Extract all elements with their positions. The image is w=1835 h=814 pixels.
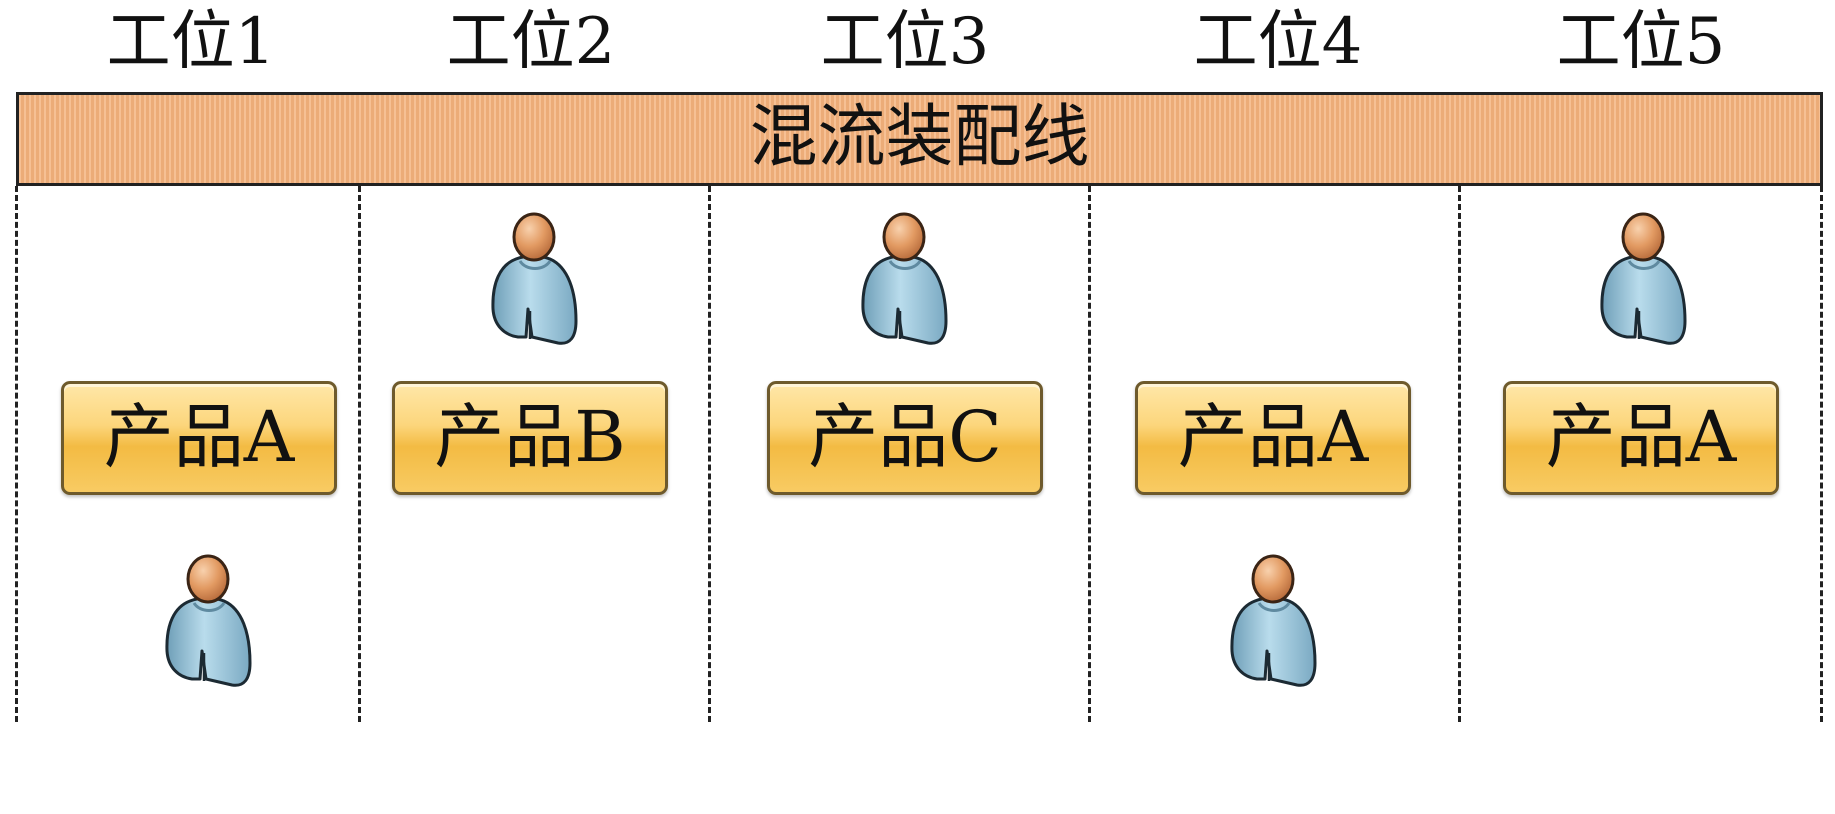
station-divider (1820, 186, 1823, 722)
product-box-station-2: 产品B (392, 381, 668, 495)
station-divider (1088, 186, 1091, 722)
person-icon (165, 554, 252, 687)
station-divider (1458, 186, 1461, 722)
station-label-3: 工位3 (820, 5, 990, 79)
station-label-2: 工位2 (446, 5, 616, 79)
product-box-station-4: 产品A (1135, 381, 1411, 495)
assembly-line-top: 混流装配线 (16, 92, 1823, 186)
assembly-line-label-top: 混流装配线 (749, 98, 1090, 177)
product-box-station-5: 产品A (1503, 381, 1779, 495)
station-divider (358, 186, 361, 722)
person-icon (861, 212, 948, 345)
product-box-station-1: 产品A (61, 381, 337, 495)
station-divider (15, 186, 18, 722)
station-label-5: 工位5 (1556, 5, 1726, 79)
person-icon (1600, 212, 1687, 345)
product-box-station-3: 产品C (767, 381, 1043, 495)
station-label-1: 工位1 (106, 5, 276, 79)
station-divider (708, 186, 711, 722)
person-icon (1230, 554, 1317, 687)
person-icon (491, 212, 578, 345)
station-label-4: 工位4 (1193, 5, 1363, 79)
